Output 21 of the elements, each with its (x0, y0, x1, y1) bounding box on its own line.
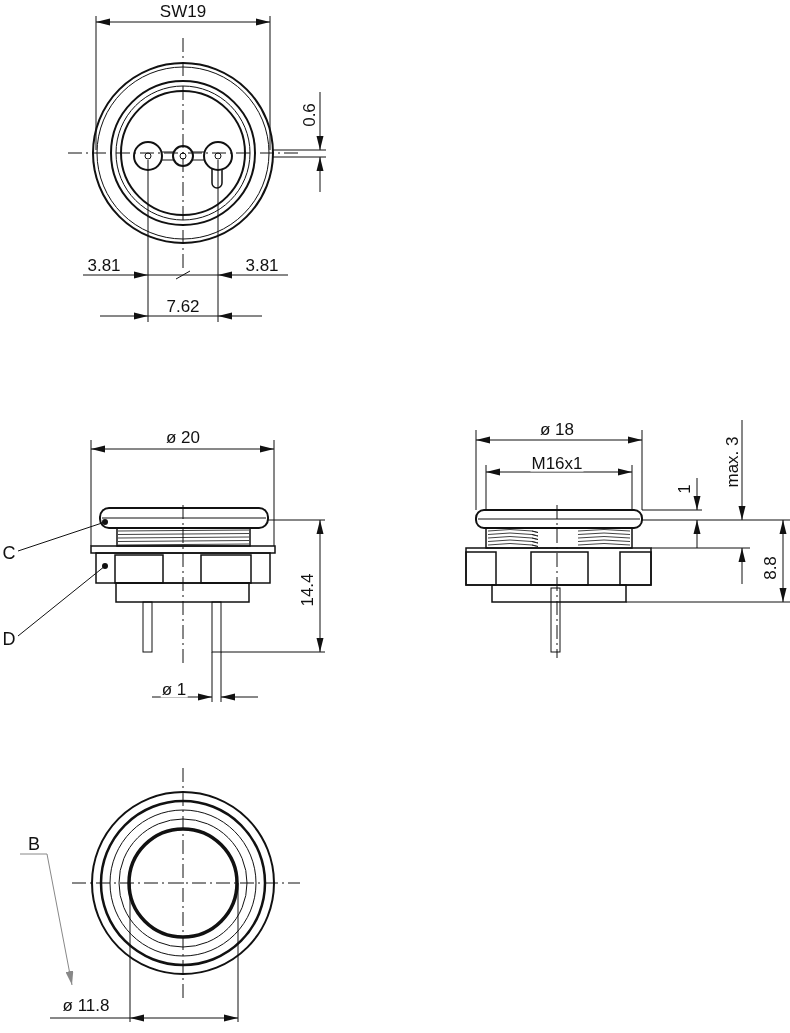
dimension-label: 14.4 (298, 572, 316, 608)
dimension-label: M16x1 (530, 454, 584, 472)
callout-letter: B (20, 834, 48, 854)
dimension-label: ø 18 (539, 420, 575, 438)
dimension-label: 0.6 (300, 102, 318, 128)
dimension-label: 3.81 (86, 256, 122, 274)
leader-line (17, 563, 108, 637)
rear-view-drawing (71, 767, 301, 999)
dimension-label: max. 3 (723, 435, 741, 489)
dimension-label: ø 1 (160, 680, 188, 698)
dimension-label: 3.81 (244, 256, 280, 274)
callout-letter: D (0, 628, 18, 650)
dimension-label: ø 20 (165, 428, 201, 446)
dimension-label: 1 (675, 483, 693, 495)
dimension-label: ø 11.8 (61, 996, 111, 1014)
dimension-label: 7.62 (165, 297, 201, 315)
callout-letter: C (0, 542, 18, 564)
dimension-label: SW19 (158, 2, 208, 20)
leader-line (19, 853, 74, 986)
leader-line (17, 519, 108, 552)
dimension-label: 8.8 (761, 555, 779, 581)
